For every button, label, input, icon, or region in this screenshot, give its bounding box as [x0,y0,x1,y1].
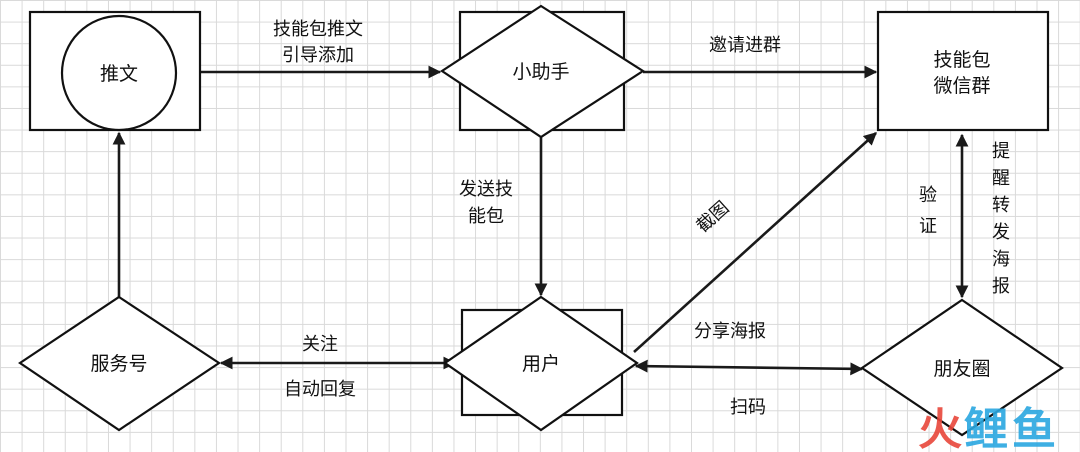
node-wechat-group[interactable]: 技能包 微信群 [876,10,1050,132]
wechat-group-label-line-1: 技能包 [933,49,990,71]
watermark-glyph-fish: 鱼 [1012,404,1056,452]
label-remind-2: 醒 [992,168,1010,189]
watermark-glyph-carp: 鲤 [964,404,1008,452]
node-service-account[interactable]: 服务号 [18,295,221,432]
node-user[interactable]: 用户 [443,295,639,432]
label-verify-1: 验 [919,185,937,206]
label-share-poster: 分享海报 [694,321,766,342]
label-remind-1: 提 [992,141,1010,162]
tweet-label: 推文 [100,63,138,85]
wechat-group-label-line-2: 微信群 [933,75,990,97]
edge-user-to-group [633,132,877,353]
label-send-pack-line-2: 能包 [468,206,504,227]
node-assistant[interactable]: 小助手 [440,4,646,139]
label-remind-6: 报 [992,276,1010,297]
label-remind-3: 转 [992,195,1010,216]
service-account-label: 服务号 [90,353,147,375]
label-screenshot: 截图 [693,197,734,237]
watermark-logo: 火 鲤 鱼 [918,404,1056,452]
user-diamond [443,295,639,432]
edge-user-moments [634,359,864,376]
label-remind-4: 发 [992,222,1010,243]
watermark-glyph-fire: 火 [918,404,962,452]
label-send-pack-line-1: 发送技 [459,179,513,200]
label-auto-reply: 自动回复 [284,379,356,400]
moments-label: 朋友圈 [933,358,990,380]
service-account-diamond [18,295,221,432]
label-scan-code: 扫码 [730,397,766,418]
label-remind-5: 海 [992,249,1010,270]
label-tweet-to-assistant-line-1: 技能包推文 [273,19,363,40]
tweet-circle [60,14,178,132]
moments-diamond [860,298,1064,437]
label-tweet-to-assistant-line-2: 引导添加 [282,45,354,66]
wechat-group-box [876,10,1050,132]
label-verify-2: 证 [919,216,937,237]
assistant-label: 小助手 [512,61,569,83]
label-follow: 关注 [302,334,338,355]
user-label: 用户 [522,353,560,375]
node-moments[interactable]: 朋友圈 [860,298,1064,437]
label-invite-to-group: 邀请进群 [709,35,781,56]
node-tweet[interactable]: 推文 [28,10,202,132]
assistant-diamond [440,4,646,139]
edges [112,65,969,376]
